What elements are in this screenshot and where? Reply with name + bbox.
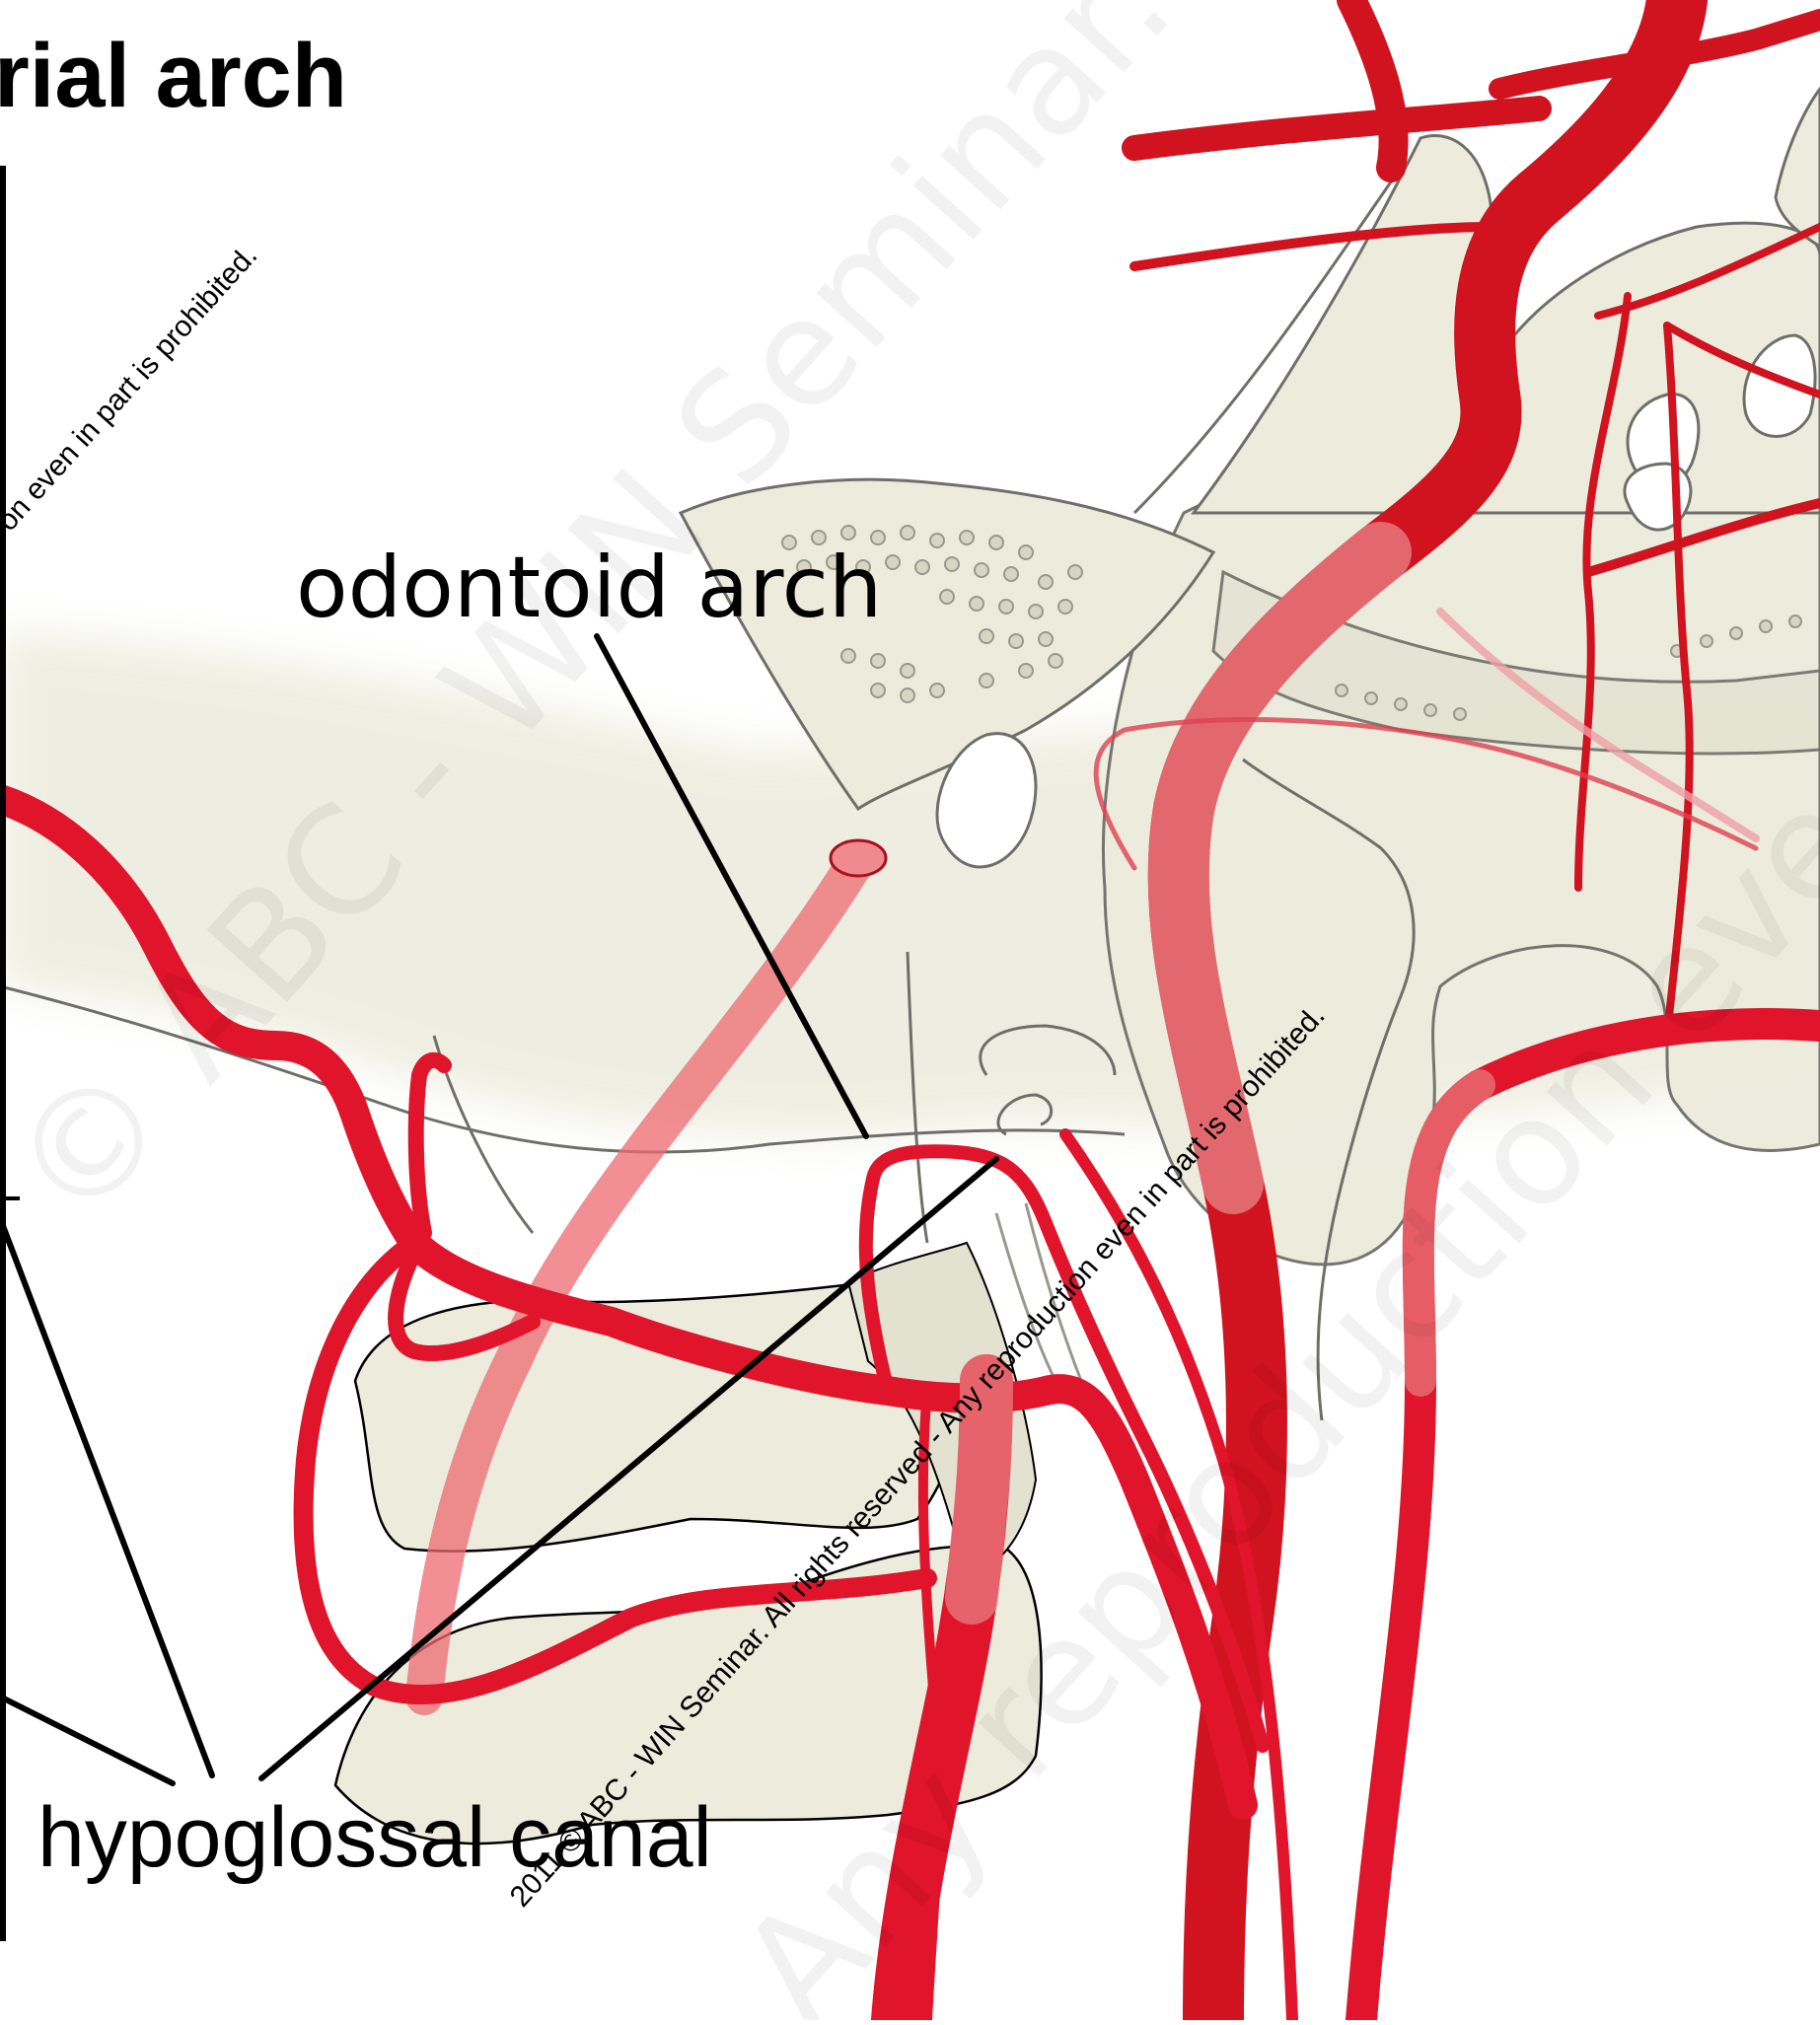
label-odontoid-arch: odontoid arch bbox=[296, 539, 882, 637]
artery-top-branch-3 bbox=[1351, 0, 1394, 168]
artery-cut-end bbox=[831, 840, 886, 876]
leader-hypoglossal-2 bbox=[0, 1218, 212, 1775]
label-hypoglossal-canal: hypoglossal canal bbox=[37, 1790, 712, 1885]
watermark-notice-top: on even in part is prohibited. bbox=[0, 240, 263, 538]
leader-hypoglossal-3 bbox=[0, 1697, 173, 1783]
artery-top-branch-1 bbox=[1134, 108, 1539, 148]
left-frame-edge bbox=[0, 166, 6, 1941]
process-top-right bbox=[1776, 89, 1820, 247]
page-title: rial arch bbox=[0, 26, 347, 126]
